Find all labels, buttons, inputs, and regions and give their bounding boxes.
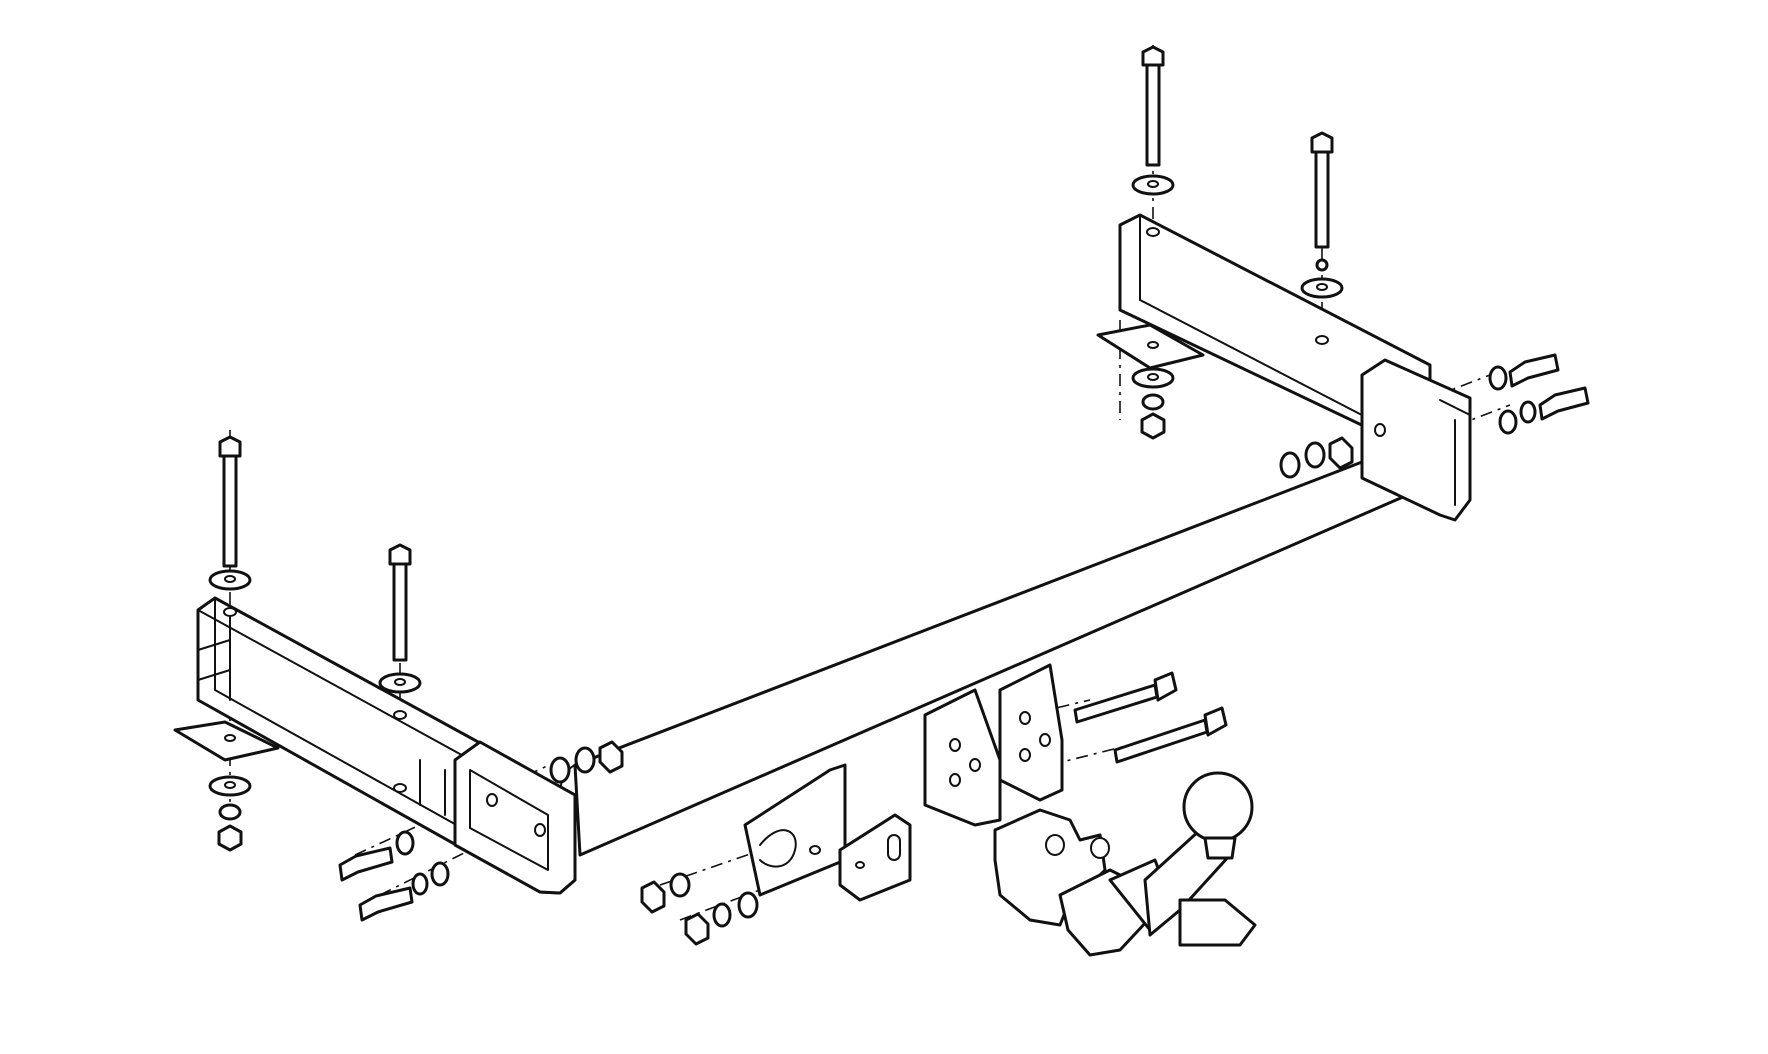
bolt-left-front bbox=[378, 543, 422, 694]
ball-arm-bolts bbox=[1073, 671, 1228, 764]
main-cross-tube bbox=[558, 429, 1469, 857]
socket-fasteners bbox=[640, 872, 759, 946]
bolt-right-front bbox=[1300, 131, 1344, 299]
center-mounting-plates bbox=[923, 663, 1064, 827]
bolt-left-rear bbox=[208, 435, 252, 591]
vertical-bolts bbox=[208, 45, 1344, 694]
right-side-bracket bbox=[1096, 213, 1472, 522]
side-bolts-left bbox=[338, 740, 624, 922]
side-bolts-right bbox=[1279, 353, 1590, 479]
lower-washers-nuts bbox=[208, 367, 1175, 852]
left-side-bracket bbox=[173, 596, 577, 895]
socket-bracket bbox=[743, 763, 912, 902]
tow-ball-arm bbox=[993, 771, 1257, 957]
bolt-right-rear bbox=[1131, 45, 1175, 196]
